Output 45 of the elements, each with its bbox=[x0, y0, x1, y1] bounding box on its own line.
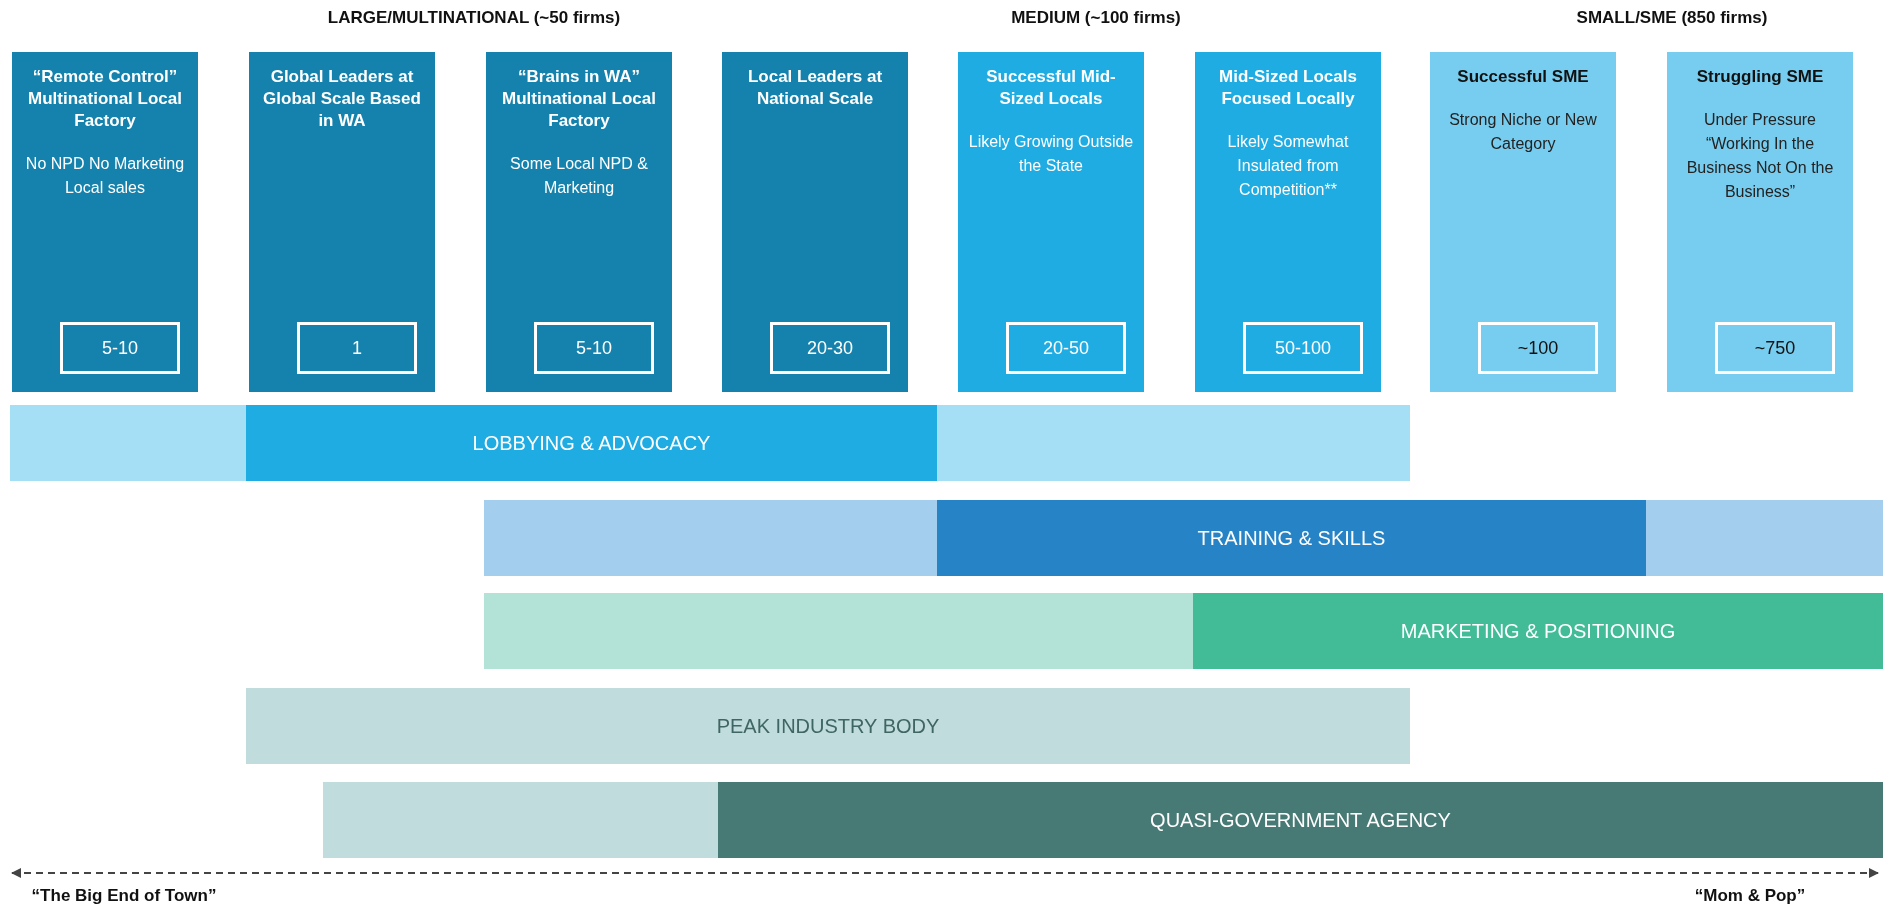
group-heading: SMALL/SME (850 firms) bbox=[1576, 8, 1768, 28]
column-card bbox=[249, 52, 435, 392]
coverage-bar bbox=[10, 405, 1410, 481]
group-heading: MEDIUM (~100 firms) bbox=[1011, 8, 1181, 28]
column-card bbox=[1430, 52, 1616, 392]
count-frame: 1 bbox=[297, 322, 417, 374]
column-heading: Mid-Sized Locals Focused Locally bbox=[1218, 66, 1358, 110]
column-heading: Successful SME bbox=[1457, 66, 1589, 88]
column-description: Some Local NPD & Marketing bbox=[509, 154, 649, 198]
coverage-bar bbox=[246, 688, 1410, 764]
bar-label: LOBBYING & ADVOCACY bbox=[472, 431, 711, 455]
column-description: Likely Somewhat Insulated from Competition** bbox=[1226, 132, 1350, 200]
coverage-bar bbox=[484, 593, 1883, 669]
scale-end-label: “The Big End of Town” bbox=[31, 886, 217, 906]
column-description: Strong Niche or New Category bbox=[1448, 110, 1598, 154]
column-heading: Local Leaders at National Scale bbox=[746, 66, 884, 110]
coverage-bar bbox=[484, 500, 1883, 576]
column-heading: Global Leaders at Global Scale Based in WA bbox=[262, 66, 422, 132]
scale-end-label: “Mom & Pop” bbox=[1694, 886, 1806, 906]
count-frame: 20-50 bbox=[1006, 322, 1126, 374]
bar-label: MARKETING & POSITIONING bbox=[1400, 619, 1676, 643]
column-heading: Struggling SME bbox=[1696, 66, 1824, 88]
count-frame: ~750 bbox=[1715, 322, 1835, 374]
count-frame: 20-30 bbox=[770, 322, 890, 374]
bar-label: TRAINING & SKILLS bbox=[1197, 526, 1386, 550]
column-card bbox=[12, 52, 198, 392]
column-heading: “Brains in WA” Multinational Local Factory bbox=[501, 66, 657, 132]
column-card bbox=[1195, 52, 1381, 392]
count-frame: 5-10 bbox=[60, 322, 180, 374]
bar-label: PEAK INDUSTRY BODY bbox=[716, 714, 940, 738]
column-card bbox=[958, 52, 1144, 392]
count-frame: ~100 bbox=[1478, 322, 1598, 374]
column-card bbox=[486, 52, 672, 392]
column-heading: Successful Mid-Sized Locals bbox=[985, 66, 1117, 110]
column-description: Under Pressure “Working In the Business Not On the Business” bbox=[1685, 110, 1835, 202]
column-heading: “Remote Control” Multinational Local Factory bbox=[27, 66, 183, 132]
count-frame: 50-100 bbox=[1243, 322, 1363, 374]
column-card bbox=[722, 52, 908, 392]
column-card bbox=[1667, 52, 1853, 392]
count-frame: 5-10 bbox=[534, 322, 654, 374]
bar-label: QUASI-GOVERNMENT AGENCY bbox=[1150, 808, 1451, 832]
coverage-bar bbox=[323, 782, 1883, 858]
group-heading: LARGE/MULTINATIONAL (~50 firms) bbox=[327, 8, 621, 28]
column-description: Likely Growing Outside the State bbox=[968, 132, 1134, 176]
column-description: No NPD No Marketing Local sales bbox=[24, 154, 186, 198]
